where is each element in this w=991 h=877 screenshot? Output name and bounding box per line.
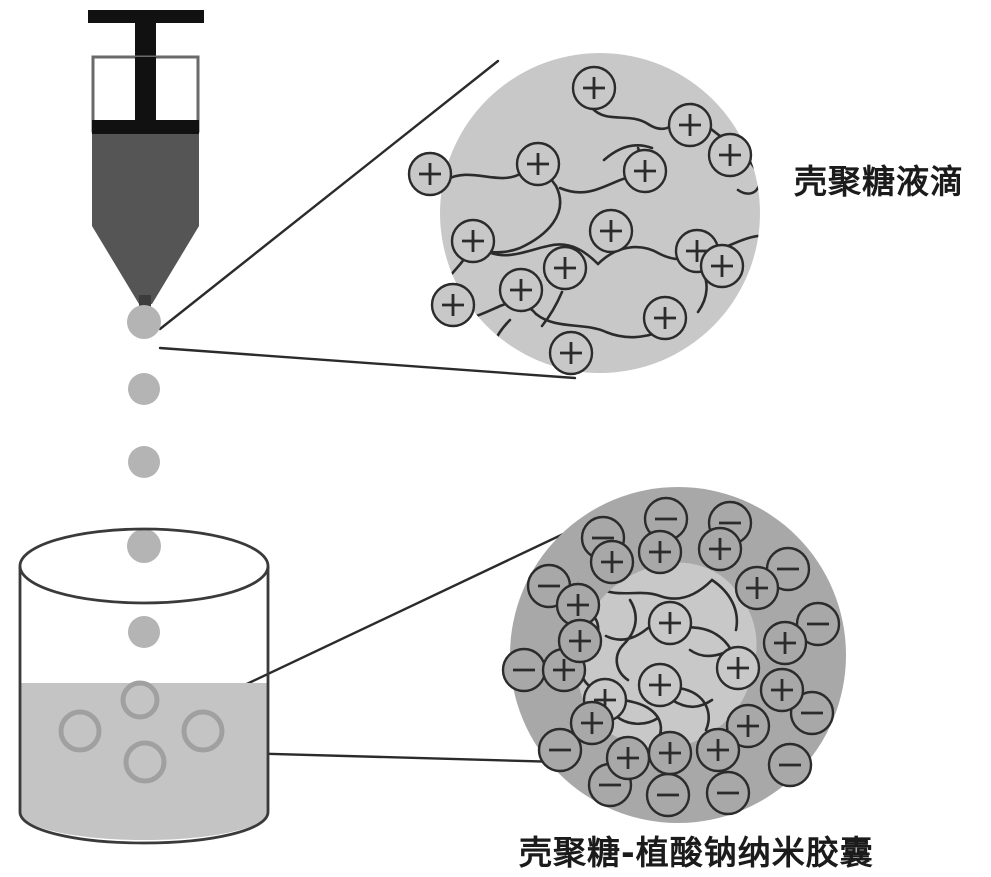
polymer-chain: [594, 578, 714, 600]
charge-positive: [548, 330, 594, 376]
charge-tokens-top: [407, 65, 753, 376]
droplet: [128, 616, 160, 648]
charge-positive: [605, 735, 651, 781]
polymer-chain: [490, 360, 534, 373]
beaker-base-arc: [18, 811, 270, 845]
charge-positive: [734, 565, 780, 611]
capsule-ring: [181, 709, 225, 753]
syringe-barrel-fluid: [92, 134, 199, 304]
polymer-chain: [614, 714, 660, 726]
charge-positive: [542, 245, 588, 291]
charge-negative: [705, 770, 751, 816]
syringe-plunger-rod-overlay: [135, 57, 156, 132]
charge-positive: [695, 727, 741, 773]
charge-negative: [767, 742, 813, 788]
charge-positive: [588, 208, 634, 254]
label-chitosan-droplet: 壳聚糖液滴: [794, 162, 964, 201]
charge-positive: [647, 600, 693, 646]
charge-tokens-shell: [501, 496, 841, 818]
leader-line-bottom-upper: [211, 526, 578, 702]
leader-line-top-upper: [158, 59, 500, 331]
charge-positive: [430, 282, 476, 328]
charge-positive: [707, 132, 753, 178]
charge-positive: [759, 667, 805, 713]
polymer-chain: [602, 144, 654, 162]
charge-negative: [645, 772, 691, 818]
droplet: [127, 305, 161, 339]
charge-negative: [537, 727, 583, 773]
polymer-chain: [482, 243, 600, 266]
charge-negative: [501, 647, 547, 693]
charge-positive: [498, 267, 544, 313]
charge-positive: [571, 65, 617, 111]
beaker-capsules: [58, 680, 225, 784]
charge-positive: [450, 218, 496, 264]
charge-positive: [715, 645, 761, 691]
charge-negative: [789, 690, 835, 736]
charge-positive: [642, 295, 688, 341]
polymer-chain: [414, 192, 434, 222]
charge-positive: [569, 700, 615, 746]
capsule-ring: [120, 680, 160, 720]
beaker-rim: [18, 527, 270, 605]
charge-positive: [407, 151, 453, 197]
label-nanocapsule: 壳聚糖-植酸钠纳米胶囊: [519, 833, 874, 872]
charge-positive: [557, 618, 603, 664]
polymer-chain: [615, 598, 637, 682]
syringe-plunger-seal: [92, 120, 199, 137]
charge-positive: [699, 243, 745, 289]
charge-positive: [647, 730, 693, 776]
charge-positive: [762, 620, 808, 666]
charge-positive: [725, 703, 771, 749]
polymer-chain: [604, 626, 650, 641]
charge-positive: [515, 141, 561, 187]
charge-positive: [667, 102, 713, 148]
beaker-liquid: [20, 683, 268, 840]
charge-negative: [795, 601, 841, 647]
polymer-chain: [710, 578, 739, 632]
charge-positive: [637, 662, 683, 708]
falling-droplets: [127, 305, 161, 648]
capsule-ring: [123, 740, 167, 784]
chitosan-droplet-inset: [407, 53, 760, 376]
polymer-chain: [540, 290, 564, 328]
beaker: [18, 527, 270, 845]
droplet: [128, 373, 160, 405]
polymer-chain: [440, 252, 470, 320]
polymer-chain: [726, 234, 760, 248]
charge-positive: [697, 526, 743, 572]
nanocapsule-inset: [501, 487, 846, 823]
leader-line-top-lower: [158, 346, 577, 380]
charge-positive: [637, 529, 683, 575]
polymer-chain: [670, 698, 714, 709]
charge-positive: [622, 148, 668, 194]
charge-positive: [589, 539, 635, 585]
droplet: [128, 446, 160, 478]
syringe: [88, 10, 204, 323]
droplet: [127, 529, 161, 563]
capsule-ring: [58, 709, 102, 753]
